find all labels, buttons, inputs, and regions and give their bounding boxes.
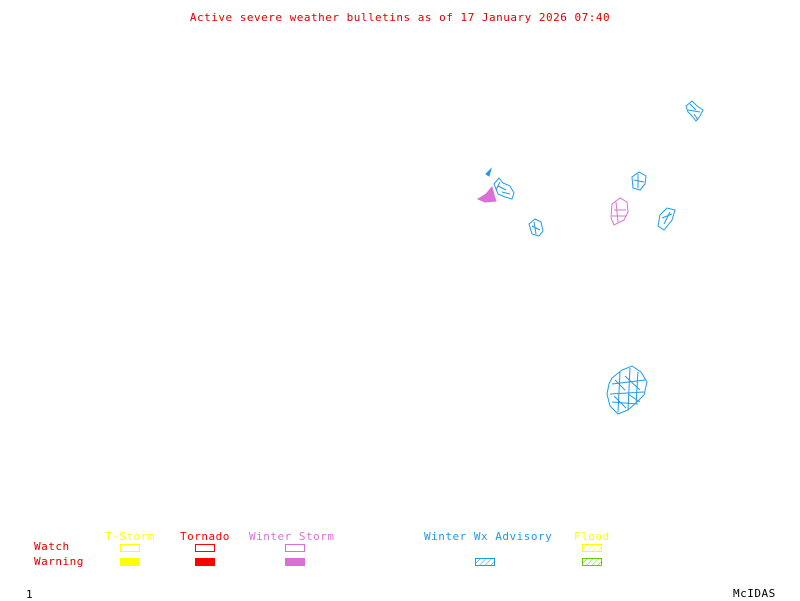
legend-winter-wx-advisory-label: Winter Wx Advisory <box>424 530 553 543</box>
advisory-cluster-north-central <box>485 167 515 200</box>
legend-tornado-watch-swatch <box>195 544 215 552</box>
legend-tornado-label: Tornado <box>180 530 230 543</box>
winter-storm-warning-west <box>476 185 497 203</box>
advisory-cluster-far-east <box>657 207 676 231</box>
legend-flood-label: Flood <box>574 530 610 543</box>
legend-winter-storm-watch-swatch <box>285 544 305 552</box>
legend-flood-warning-swatch <box>582 558 602 566</box>
advisory-cluster-northeast <box>685 100 704 122</box>
legend-flood-watch-swatch <box>582 544 602 552</box>
legend-watch-label: Watch <box>34 540 70 553</box>
advisory-cluster-central <box>528 218 544 237</box>
bulletin-title: Active severe weather bulletins as of 17… <box>189 11 611 24</box>
software-label: McIDAS <box>733 587 776 600</box>
legend-winter-storm-label: Winter Storm <box>249 530 335 543</box>
legend-tstorm-label: T-Storm <box>105 530 155 543</box>
advisory-cluster-east <box>631 171 647 191</box>
advisory-cluster-south <box>606 365 648 415</box>
legend-winter-wx-advisory-swatch <box>475 558 495 566</box>
legend-warning-label: Warning <box>34 555 84 568</box>
legend-tstorm-watch-swatch <box>120 544 140 552</box>
winter-storm-watch-east <box>610 197 629 226</box>
legend-tstorm-warning-swatch <box>120 558 140 566</box>
frame-number: 1 <box>26 588 34 601</box>
legend-tornado-warning-swatch <box>195 558 215 566</box>
legend-winter-storm-warning-swatch <box>285 558 305 566</box>
